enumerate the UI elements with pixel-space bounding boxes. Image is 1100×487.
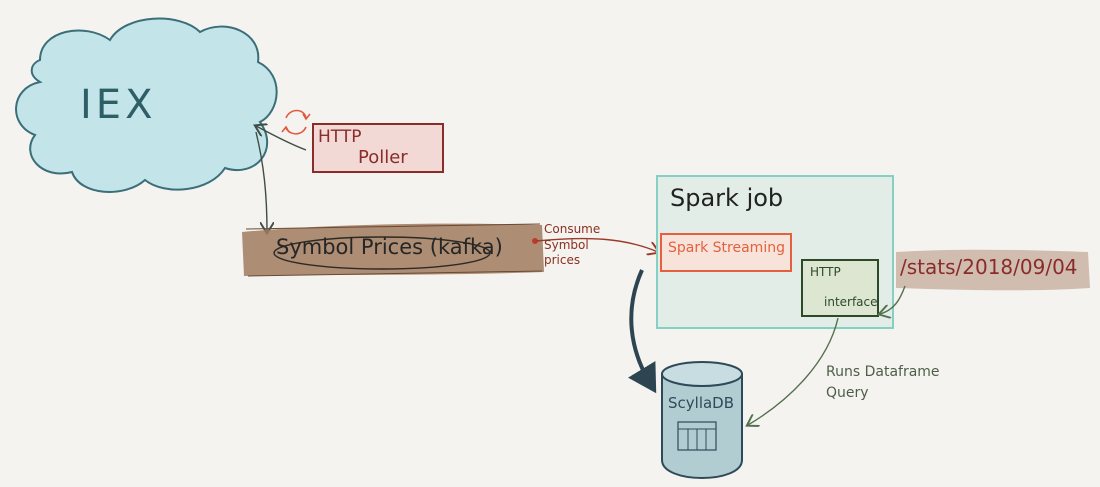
iex-cloud-shape: [15, 17, 278, 193]
kafka-topic-oval: [273, 236, 491, 270]
query-arrow: [748, 317, 839, 425]
spark-streaming-box: [660, 233, 792, 272]
iex-to-kafka-arrow: [255, 131, 267, 232]
refresh-icon: [281, 109, 311, 135]
http-poller-label-line1: HTTP: [318, 127, 362, 147]
http-interface-label-line2: interface: [824, 295, 878, 309]
iex-label: IEX: [80, 82, 157, 128]
spark-job-label: Spark job: [670, 184, 784, 212]
spark-streaming-label: Spark Streaming: [668, 240, 785, 256]
http-interface-label-line1: HTTP: [810, 265, 841, 279]
consume-arrow: [535, 237, 658, 252]
http-interface-box: [801, 259, 879, 317]
http-poller-box: [312, 123, 444, 173]
stats-band: [896, 249, 1090, 291]
consume-label: Consume Symbol prices: [544, 222, 601, 268]
kafka-label: Symbol Prices (kafka): [276, 235, 503, 259]
streaming-to-scylla-arrow: [628, 269, 657, 394]
stats-endpoint-label: /stats/2018/09/04: [900, 255, 1078, 279]
stats-to-http-arrow: [880, 285, 906, 314]
query-label: Runs Dataframe Query: [826, 364, 940, 401]
poller-to-iex-arrow: [256, 126, 307, 151]
scylladb-label: ScyllaDB: [668, 394, 735, 412]
scylladb-cylinder: [661, 361, 743, 479]
http-poller-label-line2: Poller: [358, 147, 408, 168]
